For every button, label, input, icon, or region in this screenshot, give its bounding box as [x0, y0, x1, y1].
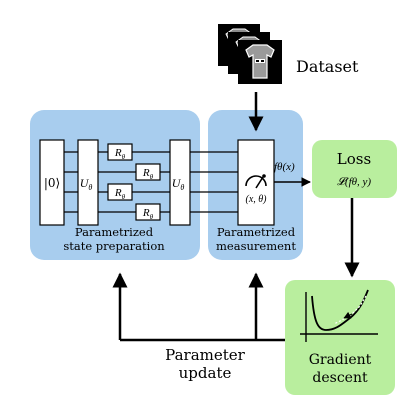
- rotation-gate: Rθ: [107, 143, 133, 161]
- unitary-gate-second: [169, 139, 191, 226]
- loss-panel: [312, 140, 397, 198]
- unitary-gate-first: [77, 139, 99, 226]
- initial-state-label: |0⟩: [44, 176, 60, 190]
- gradient-label-line1: Gradient: [309, 352, 372, 368]
- measurement-label-line2: measurement: [216, 239, 296, 253]
- rotation-gate: Rθ: [135, 163, 161, 181]
- rotation-gate-label: Rθ: [142, 167, 154, 181]
- state-prep-label-line1: Parametrized: [75, 225, 154, 239]
- tshirt-image-icon: [238, 40, 282, 84]
- state-prep-label-line2: state preparation: [63, 239, 165, 253]
- meter-icon: [245, 174, 267, 189]
- rotation-gate: Rθ: [135, 203, 161, 221]
- unitary-gate-first-label: Uθ: [80, 176, 93, 192]
- rotation-gate: Rθ: [107, 183, 133, 201]
- gradient-label-line2: descent: [312, 370, 368, 386]
- param-update-line2: update: [179, 364, 232, 382]
- loss-title: Loss: [337, 150, 371, 168]
- measurement-gate-label: (x, θ): [245, 194, 267, 205]
- dataset-label: Dataset: [296, 57, 359, 76]
- dataset-image-stack: [218, 24, 282, 84]
- rotation-gate-label: Rθ: [114, 187, 126, 201]
- unitary-gate-second-label: Uθ: [172, 176, 185, 192]
- param-update-line1: Parameter: [165, 346, 245, 364]
- output-label: fθ(x): [274, 161, 295, 173]
- rotation-gate-label: Rθ: [114, 147, 126, 161]
- measurement-label-line1: Parametrized: [217, 225, 296, 239]
- rotation-gate-label: Rθ: [142, 207, 154, 221]
- initial-state-box: [39, 139, 65, 226]
- measurement-gate: [237, 139, 275, 226]
- loss-expression: 𝓛(fθ, y): [337, 176, 372, 188]
- loss-curve-icon: [300, 289, 378, 342]
